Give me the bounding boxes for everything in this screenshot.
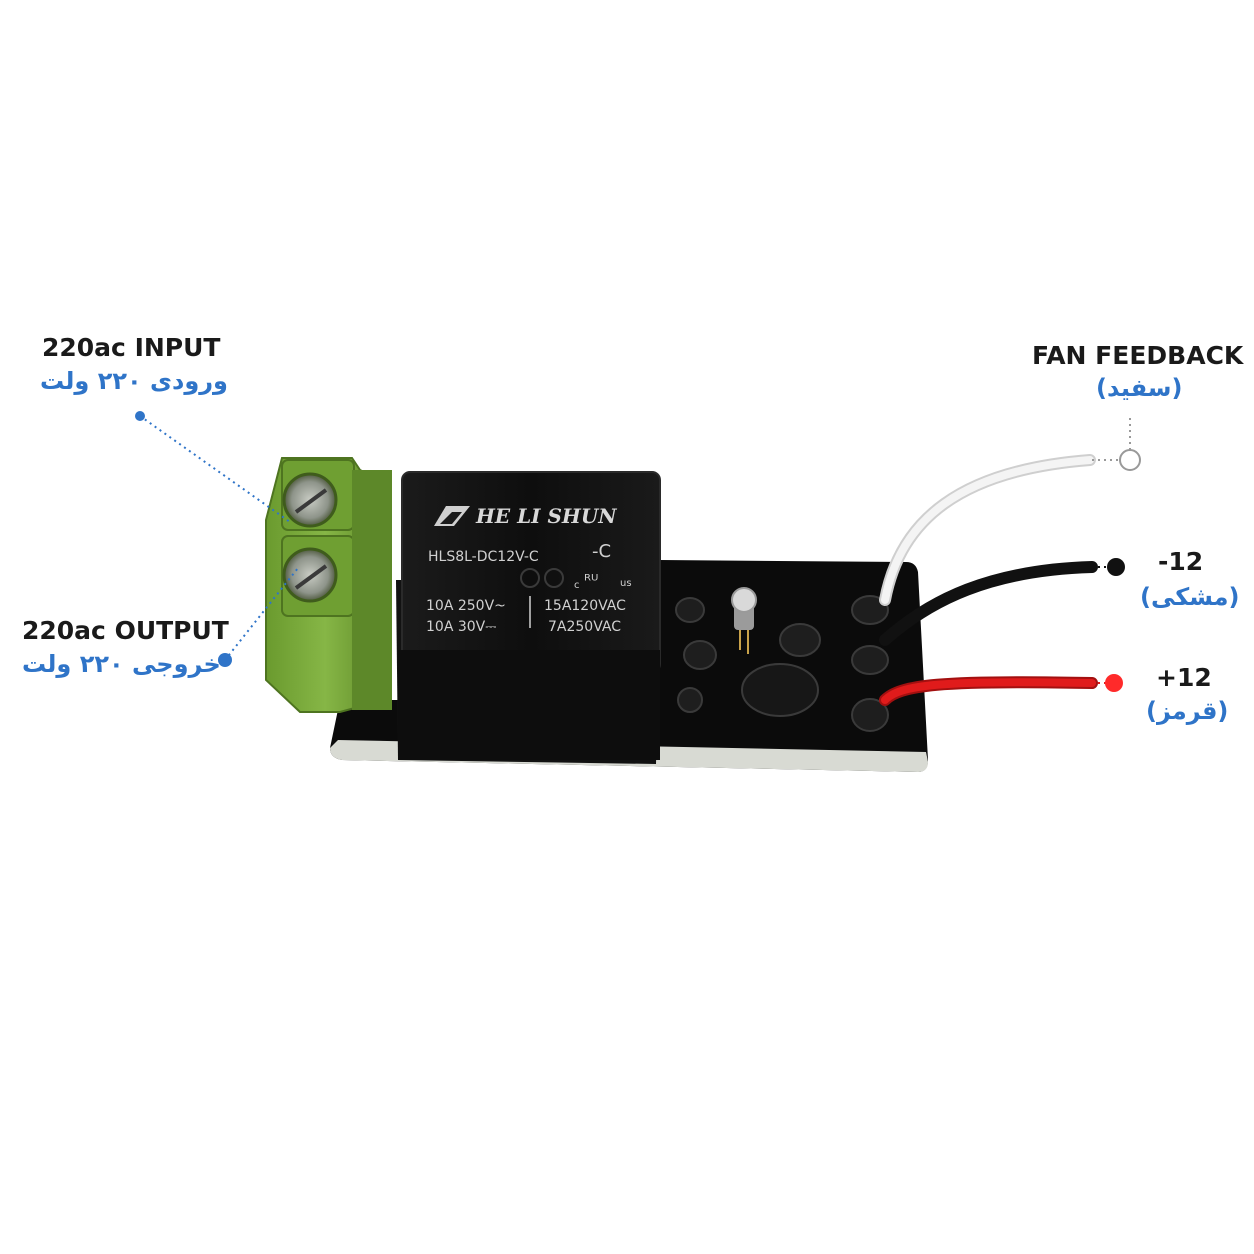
relay-rating-left-2: 10A 30V⎓ <box>426 619 496 635</box>
fan-feedback-color-label: (سفید) <box>1096 374 1183 402</box>
negative-callout-dot <box>1107 558 1125 576</box>
positive-12v-label: +12 <box>1156 663 1212 692</box>
screw-terminal-block <box>265 457 392 713</box>
callouts <box>135 411 1141 692</box>
feedback-callout-dot <box>1119 449 1141 471</box>
relay-rating-right-1: 15A120VAC <box>544 598 626 614</box>
input-label-persian: ورودی ۲۲۰ ولت <box>40 367 228 395</box>
relay-rating-right-2: 7A250VAC <box>548 619 621 635</box>
black-wire <box>879 561 1098 646</box>
negative-12v-color-label: (مشکی) <box>1140 583 1240 611</box>
led-indicator <box>731 587 757 654</box>
input-callout-line <box>139 415 291 523</box>
input-label: 220ac INPUT <box>42 333 221 362</box>
relay-model-suffix: -C <box>592 541 611 562</box>
relay-brand: HE LI SHUN <box>475 504 617 528</box>
positive-callout-dot <box>1105 674 1123 692</box>
relay-model: HLS8L-DC12V-C <box>428 549 539 565</box>
output-label: 220ac OUTPUT <box>22 616 229 645</box>
relay <box>396 471 661 764</box>
relay-rating-left-1: 10A 250V~ <box>426 598 506 614</box>
negative-12v-label: -12 <box>1158 547 1204 576</box>
fan-feedback-label: FAN FEEDBACK <box>1032 341 1244 370</box>
output-callout-line <box>224 567 299 661</box>
output-label-persian: خروجی ۲۲۰ ولت <box>22 650 221 678</box>
wires <box>879 454 1098 706</box>
positive-12v-color-label: (قرمز) <box>1146 697 1229 725</box>
relay-cert-ul: ᴿᵁ <box>584 571 598 590</box>
relay-cert-c: c <box>574 580 580 591</box>
relay-cert-us: us <box>620 578 632 589</box>
